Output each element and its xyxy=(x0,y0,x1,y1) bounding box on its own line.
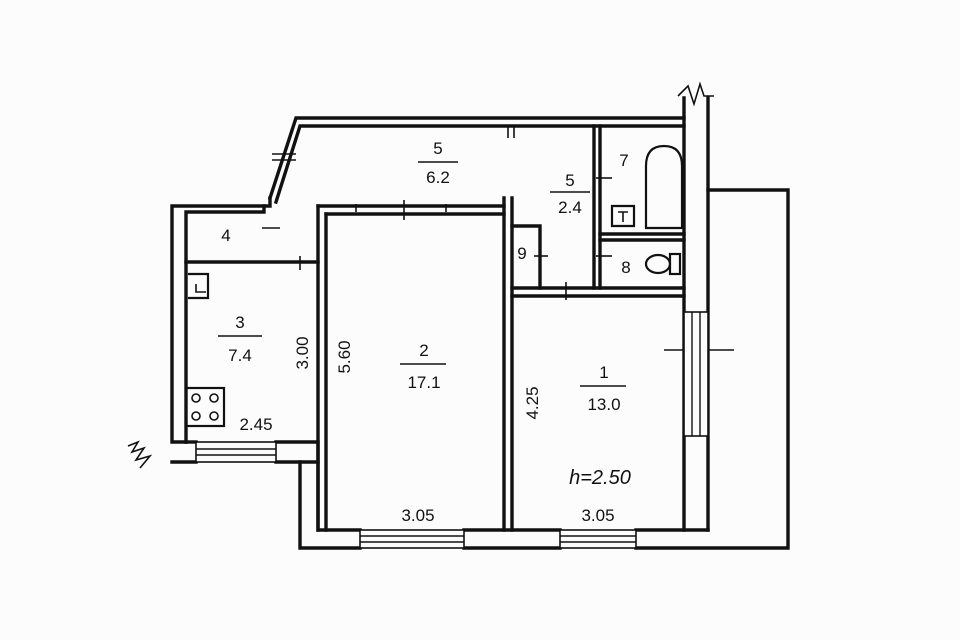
dim-room3-width: 2.45 xyxy=(239,415,272,434)
room-2-area: 17.1 xyxy=(407,373,440,392)
stove-icon xyxy=(184,386,226,428)
dimension-labels: 2.45 3.00 5.60 4.25 3.05 3.05 xyxy=(239,336,614,525)
dim-room2-width: 3.05 xyxy=(401,506,434,525)
wall-break-symbols xyxy=(127,81,714,469)
room-5-hall-area: 6.2 xyxy=(426,168,450,187)
dim-room1-depth: 4.25 xyxy=(523,386,542,419)
sink-icon xyxy=(188,272,210,300)
window-room-1 xyxy=(559,529,637,549)
fixtures xyxy=(184,144,684,428)
fraction-lines xyxy=(218,161,626,387)
window-balcony-side xyxy=(683,311,709,437)
window-room-2 xyxy=(359,529,465,549)
room-7-number: 7 xyxy=(619,151,628,170)
dim-room1-width: 3.05 xyxy=(581,506,614,525)
room-2-number: 2 xyxy=(419,341,428,360)
room-3-area: 7.4 xyxy=(228,346,252,365)
ceiling-height: h=2.50 xyxy=(569,467,631,489)
interior-walls xyxy=(184,124,686,532)
room-5-corridor-number: 5 xyxy=(565,171,574,190)
room-1-area: 13.0 xyxy=(587,395,620,414)
room-labels: 5 6.2 7 5 2.4 4 9 8 3 7.4 2 17.1 1 13.0 … xyxy=(221,139,631,489)
room-5-corridor-area: 2.4 xyxy=(558,198,582,217)
room-3-number: 3 xyxy=(235,313,244,332)
windows xyxy=(195,311,709,549)
bathtub-icon xyxy=(644,144,684,230)
room-9-number: 9 xyxy=(517,244,526,263)
window-kitchen xyxy=(195,441,277,463)
room-1-number: 1 xyxy=(599,363,608,382)
door-ticks xyxy=(262,153,734,351)
room-4-number: 4 xyxy=(221,226,230,245)
dim-room2-depth: 5.60 xyxy=(335,340,354,373)
room-8-number: 8 xyxy=(621,258,630,277)
room-5-hall-number: 5 xyxy=(433,139,442,158)
dim-room3-depth: 3.00 xyxy=(293,336,312,369)
toilet-icon xyxy=(610,204,682,276)
